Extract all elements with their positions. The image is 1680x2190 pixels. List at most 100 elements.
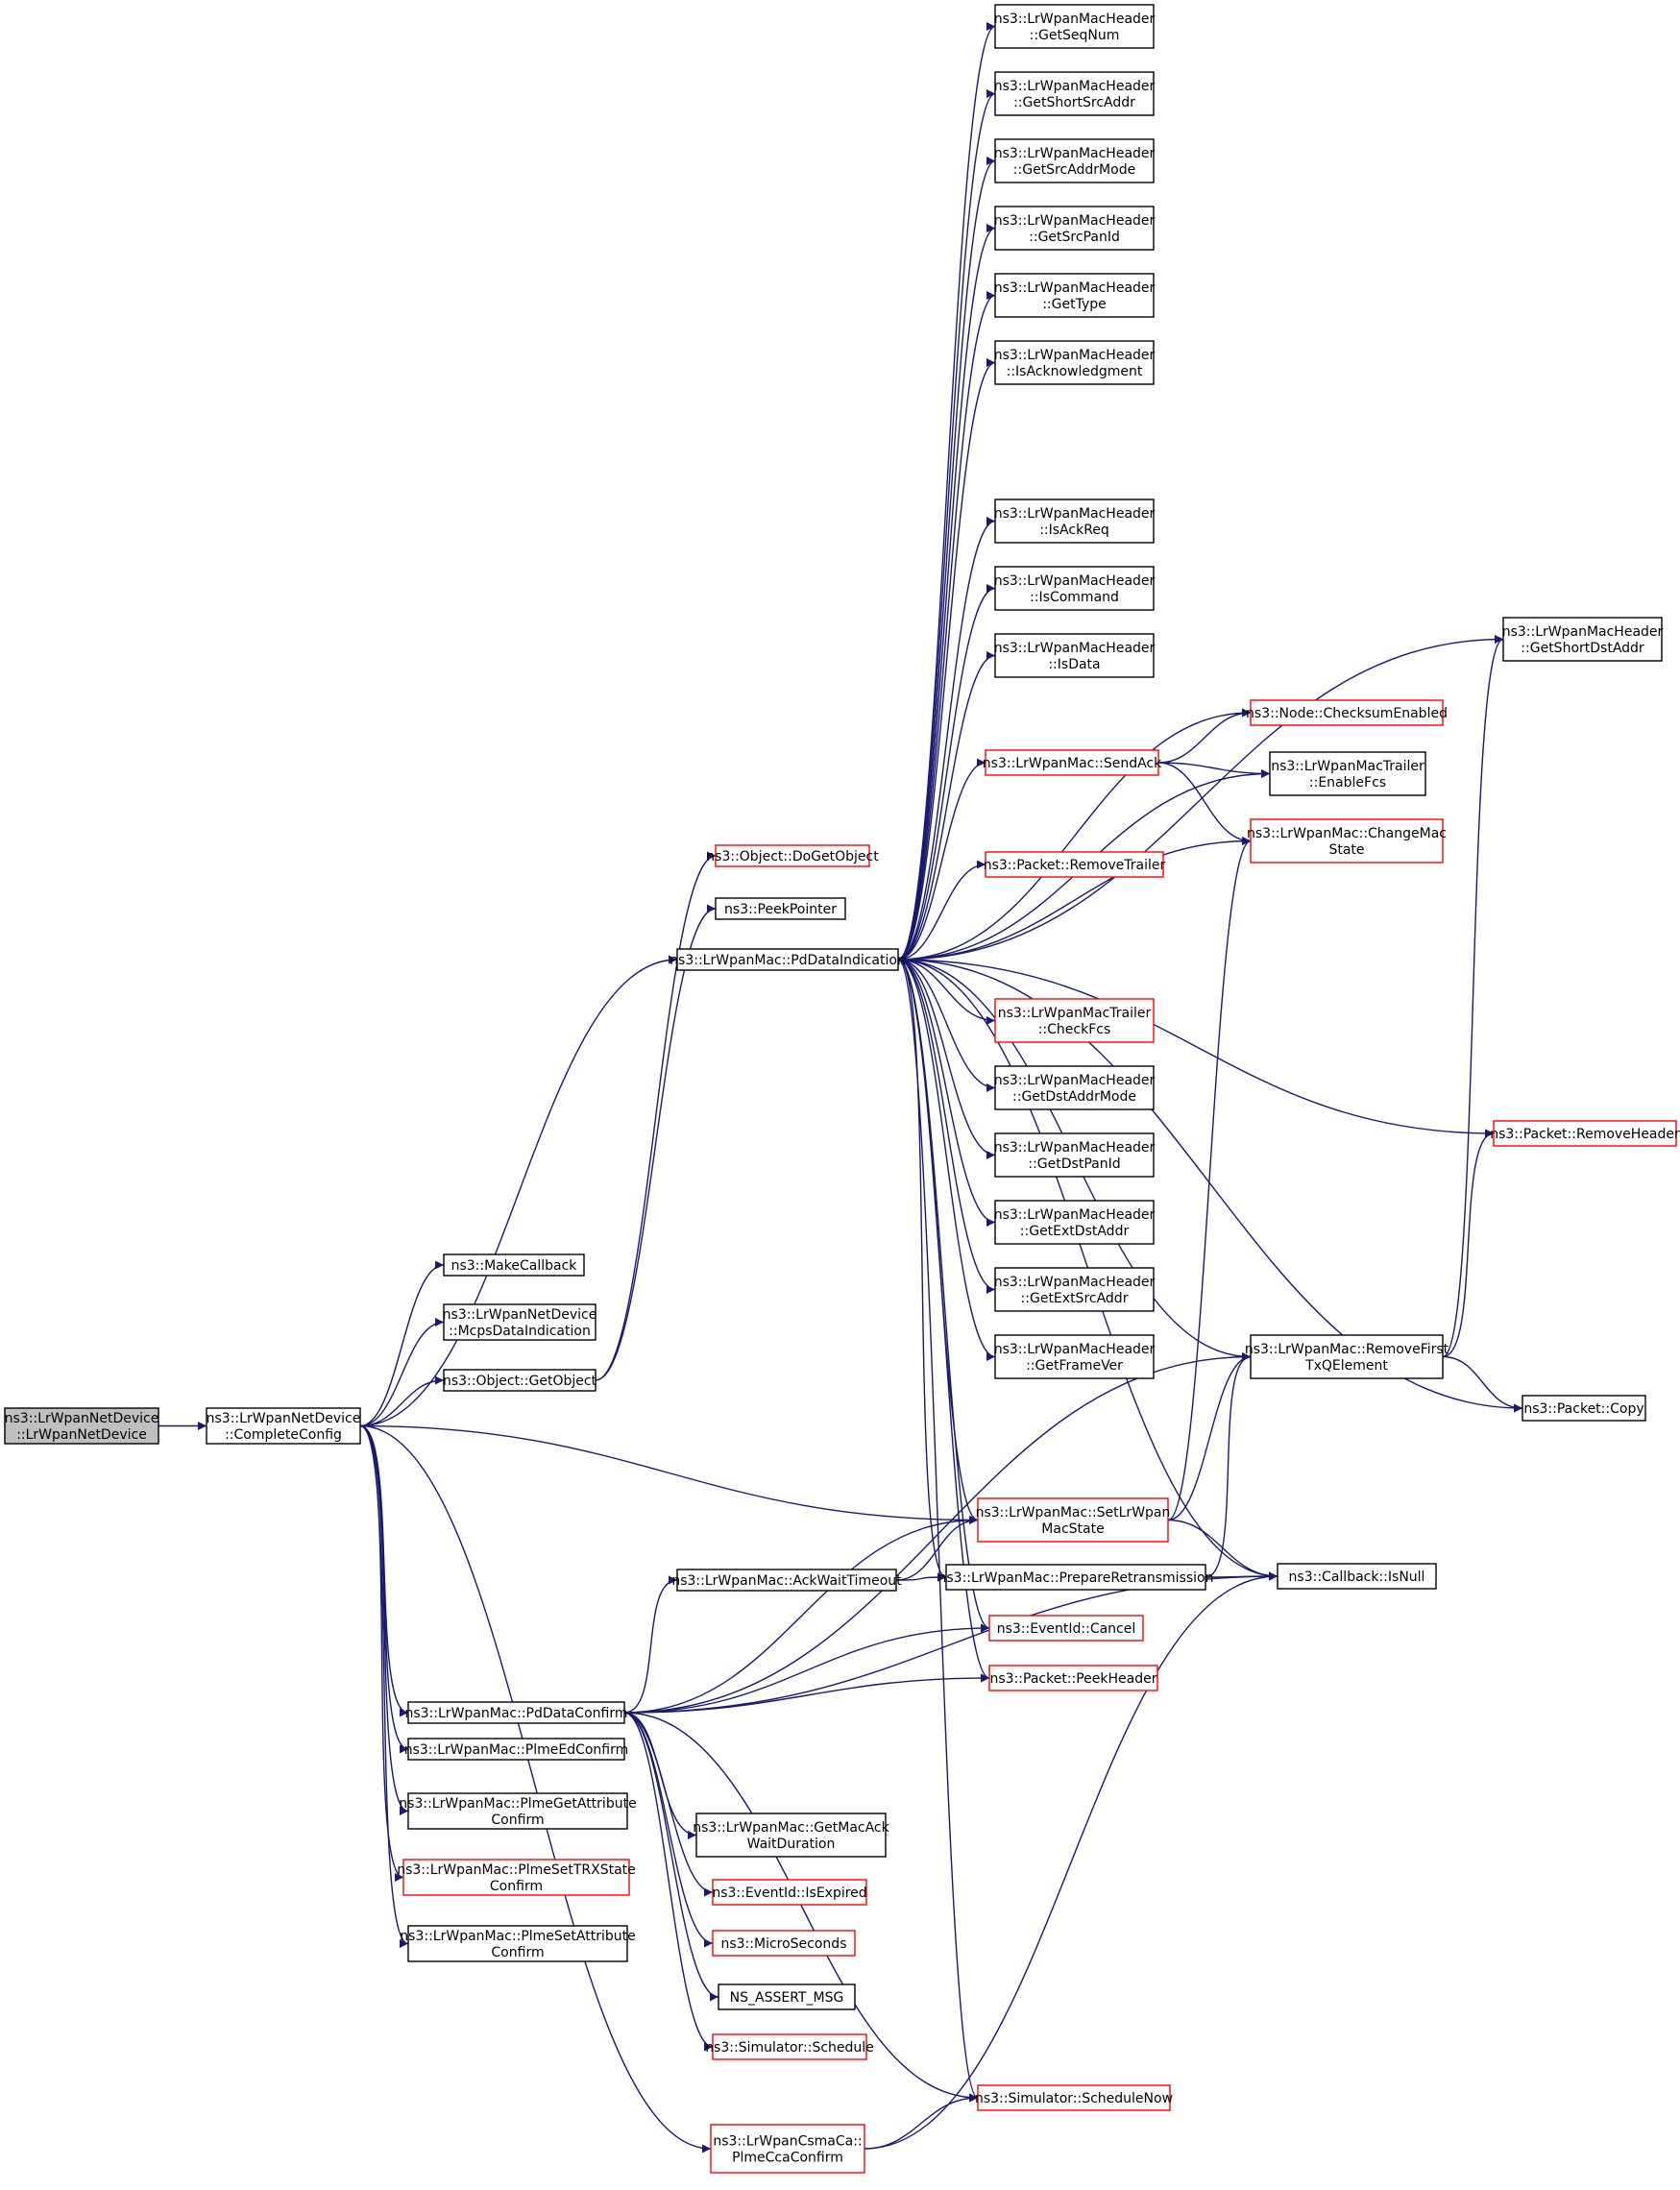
edge-complete-config-to-mcps-data-indication — [359, 1318, 445, 1427]
node-is-acknowledgment[interactable]: ns3::LrWpanMacHeader::IsAcknowledgment — [994, 340, 1156, 385]
node-micro-seconds[interactable]: ns3::MicroSeconds — [712, 1930, 856, 1957]
node-root[interactable]: ns3::LrWpanNetDevice::LrWpanNetDevice — [4, 1407, 159, 1445]
node-label-line: ns3::LrWpanMacHeader — [994, 573, 1156, 589]
node-label-line: ns3::LrWpanMac::PlmeEdConfirm — [404, 1742, 629, 1758]
node-box — [407, 1738, 625, 1761]
node-label-line: ns3::LrWpanMacHeader — [994, 1275, 1156, 1290]
node-label-line: ns3::LrWpanMac::GetMacAck — [693, 1820, 889, 1836]
node-is-command[interactable]: ns3::LrWpanMacHeader::IsCommand — [994, 566, 1156, 611]
node-plme-ed-confirm[interactable]: ns3::LrWpanMac::PlmeEdConfirm — [404, 1738, 629, 1761]
node-box — [206, 1407, 361, 1445]
edge-pd-data-confirm-to-ack-wait-timeout — [623, 1575, 678, 1714]
node-box — [712, 1930, 856, 1957]
node-box — [715, 897, 846, 920]
node-box — [712, 1879, 867, 1906]
node-get-object[interactable]: ns3::Object::GetObject — [443, 1369, 597, 1392]
node-box — [1269, 751, 1426, 796]
node-packet-remove-trailer[interactable]: ns3::Packet::RemoveTrailer — [984, 851, 1166, 878]
node-box — [695, 1813, 887, 1858]
node-event-id-cancel[interactable]: ns3::EventId::Cancel — [988, 1615, 1144, 1642]
node-label-line: ns3::LrWpanMacHeader — [994, 213, 1156, 229]
node-get-short-dst-addr[interactable]: ns3::LrWpanMacHeader::GetShortDstAddr — [1502, 617, 1664, 662]
node-get-dst-pan-id[interactable]: ns3::LrWpanMacHeader::GetDstPanId — [994, 1132, 1156, 1178]
node-box — [994, 340, 1155, 385]
node-callback-is-null[interactable]: ns3::Callback::IsNull — [1277, 1563, 1437, 1590]
node-box — [676, 1569, 897, 1592]
edge-pd-data-indication-to-send-ack — [897, 758, 986, 961]
node-packet-peek-header[interactable]: ns3::Packet::PeekHeader — [988, 1665, 1158, 1691]
node-node-checksum-enabled[interactable]: ns3::Node::ChecksumEnabled — [1246, 699, 1448, 726]
edge-pd-data-confirm-to-event-id-is-expired — [623, 1712, 714, 1897]
node-check-fcs[interactable]: ns3::LrWpanMacTrailer::CheckFcs — [994, 998, 1155, 1043]
node-peek-pointer[interactable]: ns3::PeekPointer — [715, 897, 846, 920]
node-box — [977, 1497, 1169, 1543]
node-box — [994, 138, 1155, 183]
node-simulator-schedule[interactable]: ns3::Simulator::Schedule — [705, 2033, 874, 2060]
node-box — [676, 948, 899, 971]
node-get-ext-src-addr[interactable]: ns3::LrWpanMacHeader::GetExtSrcAddr — [994, 1267, 1156, 1312]
node-label-line: MacState — [1041, 1521, 1104, 1537]
node-label-line: ns3::LrWpanMacHeader — [994, 1342, 1156, 1357]
node-enable-fcs[interactable]: ns3::LrWpanMacTrailer::EnableFcs — [1269, 751, 1426, 796]
node-is-data[interactable]: ns3::LrWpanMacHeader::IsData — [994, 633, 1156, 678]
node-ns-assert-msg[interactable]: NS_ASSERT_MSG — [718, 1983, 856, 2010]
node-get-short-src-addr[interactable]: ns3::LrWpanMacHeader::GetShortSrcAddr — [994, 71, 1156, 116]
node-label-line: ns3::MicroSeconds — [720, 1936, 846, 1952]
edge-complete-config-to-plme-set-trx-state-confirm — [359, 1424, 404, 1882]
node-get-src-pan-id[interactable]: ns3::LrWpanMacHeader::GetSrcPanId — [994, 206, 1156, 251]
node-label-line: ns3::LrWpanNetDevice — [443, 1307, 597, 1323]
node-packet-remove-header[interactable]: ns3::Packet::RemoveHeader — [1490, 1120, 1680, 1147]
edge-remove-first-tx-q-element-to-get-short-dst-addr — [1442, 635, 1504, 1358]
node-layer: ns3::LrWpanNetDevice::LrWpanNetDevicens3… — [4, 4, 1680, 2174]
node-event-id-is-expired[interactable]: ns3::EventId::IsExpired — [712, 1879, 867, 1906]
node-is-ack-req[interactable]: ns3::LrWpanMacHeader::IsAckReq — [994, 499, 1156, 544]
node-pd-data-confirm[interactable]: ns3::LrWpanMac::PdDataConfirm — [405, 1701, 628, 1724]
node-label-line: ns3::LrWpanMacHeader — [994, 1207, 1156, 1223]
node-plme-cca-confirm[interactable]: ns3::LrWpanCsmaCa::PlmeCcaConfirm — [710, 2124, 865, 2174]
node-label-line: ns3::Node::ChecksumEnabled — [1246, 706, 1448, 721]
node-box — [1277, 1563, 1437, 1590]
node-box — [985, 749, 1159, 776]
node-label-line: ns3::LrWpanMacHeader — [994, 280, 1156, 296]
node-get-frame-ver[interactable]: ns3::LrWpanMacHeader::GetFrameVer — [994, 1334, 1156, 1379]
node-mcps-data-indication[interactable]: ns3::LrWpanNetDevice::McpsDataIndication — [443, 1303, 597, 1341]
node-get-seq-num[interactable]: ns3::LrWpanMacHeader::GetSeqNum — [994, 4, 1156, 49]
node-get-dst-addr-mode[interactable]: ns3::LrWpanMacHeader::GetDstAddrMode — [994, 1065, 1156, 1110]
node-pd-data-indication[interactable]: ns3::LrWpanMac::PdDataIndication — [670, 948, 906, 971]
node-get-src-addr-mode[interactable]: ns3::LrWpanMacHeader::GetSrcAddrMode — [994, 138, 1156, 183]
edge-send-ack-to-enable-fcs — [1157, 762, 1271, 778]
node-box — [1493, 1120, 1677, 1147]
node-label-line: ::GetType — [1042, 297, 1107, 312]
node-do-get-object[interactable]: ns3::Object::DoGetObject — [706, 844, 879, 867]
node-prepare-retransmission[interactable]: ns3::LrWpanMac::PrepareRetransmission — [938, 1564, 1214, 1591]
node-label-line: ns3::LrWpanMacHeader — [994, 146, 1156, 161]
node-label-line: ns3::Object::GetObject — [443, 1374, 597, 1389]
node-box — [1250, 818, 1444, 864]
node-box — [4, 1407, 159, 1445]
node-make-callback[interactable]: ns3::MakeCallback — [443, 1253, 585, 1277]
node-label-line: ns3::LrWpanMacTrailer — [998, 1006, 1152, 1021]
edge-pd-data-indication-to-packet-peek-header — [897, 959, 990, 1683]
node-box — [407, 1792, 628, 1830]
node-simulator-schedule-now[interactable]: ns3::Simulator::ScheduleNow — [975, 2084, 1173, 2111]
node-get-type[interactable]: ns3::LrWpanMacHeader::GetType — [994, 273, 1156, 318]
node-packet-copy[interactable]: ns3::Packet::Copy — [1522, 1395, 1646, 1422]
node-box — [994, 4, 1155, 49]
node-box — [718, 1983, 856, 2010]
node-complete-config[interactable]: ns3::LrWpanNetDevice::CompleteConfig — [206, 1407, 361, 1445]
node-box — [1502, 617, 1663, 662]
node-label-line: ns3::LrWpanMac::PdDataIndication — [670, 953, 906, 968]
node-ack-wait-timeout[interactable]: ns3::LrWpanMac::AckWaitTimeout — [671, 1569, 902, 1592]
node-send-ack[interactable]: ns3::LrWpanMac::SendAck — [983, 749, 1162, 776]
node-label-line: ::GetExtDstAddr — [1020, 1224, 1130, 1239]
edge-pd-data-indication-to-get-dst-addr-mode — [897, 959, 996, 1092]
node-get-ext-dst-addr[interactable]: ns3::LrWpanMacHeader::GetExtDstAddr — [994, 1200, 1156, 1245]
node-label-line: ns3::LrWpanMacHeader — [994, 348, 1156, 363]
